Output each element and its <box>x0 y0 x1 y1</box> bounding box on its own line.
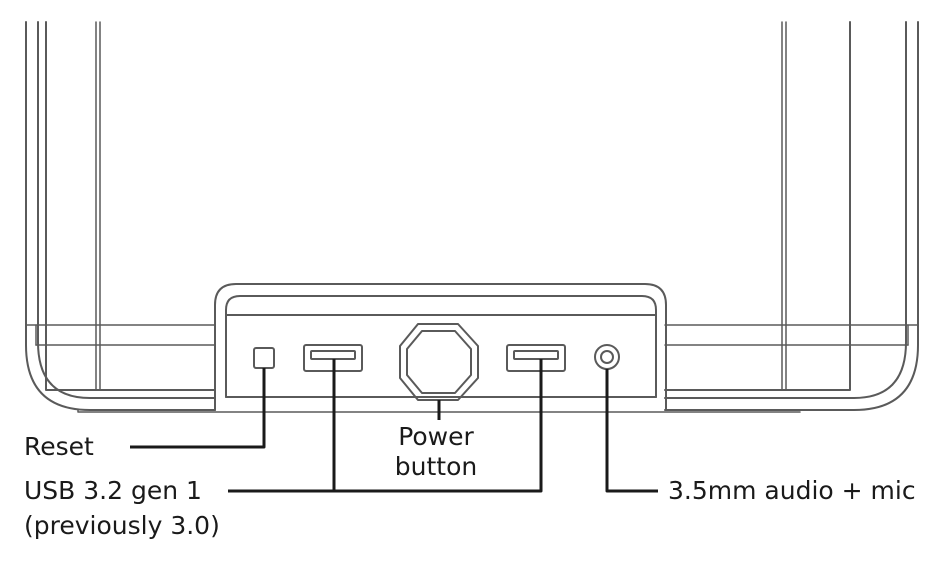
reset-leader-line <box>130 368 266 449</box>
audio-jack-shape <box>594 344 620 370</box>
power-button-label-line1: Power <box>398 422 474 451</box>
leader-lines <box>130 359 658 493</box>
left-frame <box>25 21 216 411</box>
usb-leader-line-right <box>334 359 543 493</box>
reset-button-shape <box>253 347 275 369</box>
audio-leader-line <box>605 369 658 493</box>
audio-label: 3.5mm audio + mic <box>668 476 916 505</box>
usb-label-line1: USB 3.2 gen 1 <box>24 476 202 505</box>
right-frame <box>664 21 919 411</box>
usb-leader-line-left <box>228 359 336 493</box>
power-button-shape <box>399 323 479 401</box>
port-housing <box>214 283 667 411</box>
usb-label-line2: (previously 3.0) <box>24 511 220 540</box>
usb-port-right <box>506 344 566 372</box>
bottom-edge <box>77 409 801 413</box>
reset-label: Reset <box>24 432 94 461</box>
power-button-label-line2: button <box>394 452 478 481</box>
